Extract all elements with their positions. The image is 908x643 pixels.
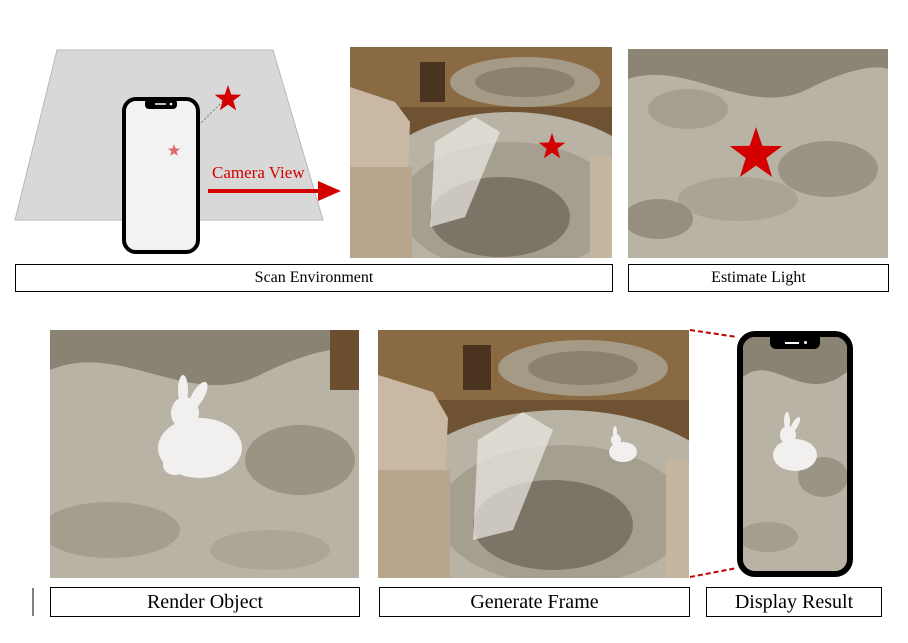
- caption-render-object: Render Object: [50, 587, 360, 617]
- caption-display-result: Display Result: [706, 587, 882, 617]
- caption-generate-frame: Generate Frame: [379, 587, 690, 617]
- phone-notch: [770, 337, 820, 349]
- phone-icon: [122, 97, 200, 254]
- bunny-icon: [609, 426, 637, 462]
- generate-photo: [378, 330, 689, 578]
- star-icon: [214, 85, 242, 111]
- bunny-icon: [158, 375, 242, 478]
- arrow-icon: [208, 181, 341, 201]
- star-icon: [729, 127, 783, 177]
- light-photo: [628, 49, 888, 258]
- result-phone: [737, 331, 853, 577]
- caption-scan-environment: Scan Environment: [15, 264, 613, 292]
- bunny-icon: [773, 412, 817, 471]
- camera-view-label: Camera View: [212, 163, 305, 182]
- view-ray: [195, 99, 225, 129]
- star-icon: [538, 133, 566, 159]
- caption-estimate-light: Estimate Light: [628, 264, 889, 292]
- scene-plane: [14, 49, 324, 221]
- star-icon: [167, 144, 181, 156]
- connector-bottom: [689, 567, 738, 578]
- render-photo: [50, 330, 359, 578]
- scan-photo: [350, 47, 612, 258]
- connector-top: [689, 329, 738, 338]
